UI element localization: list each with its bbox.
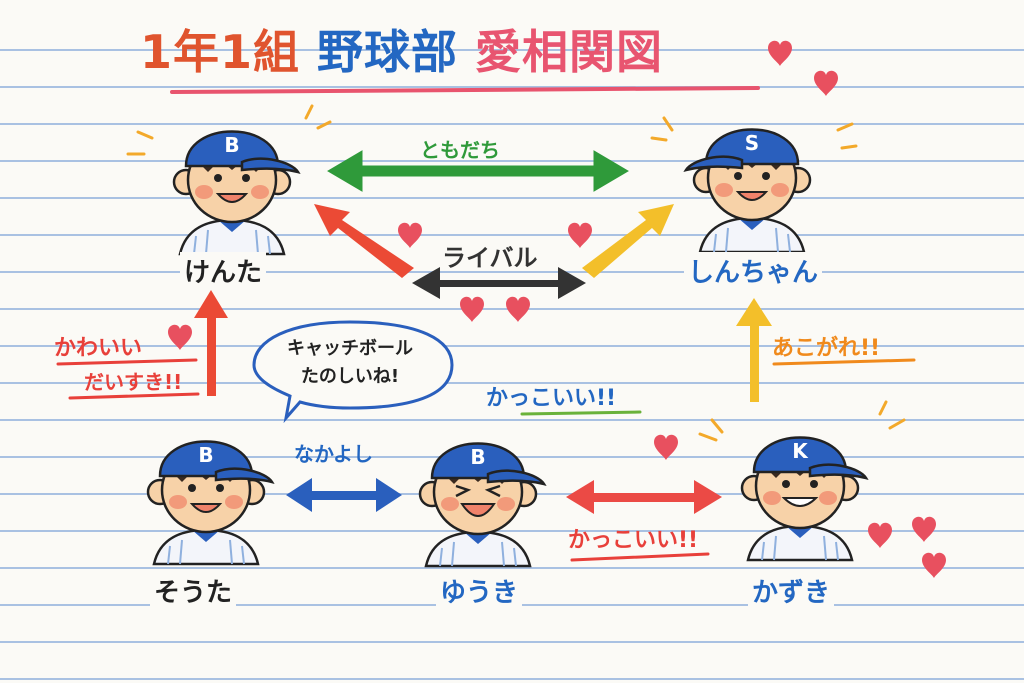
title-club: 野球部 bbox=[317, 25, 459, 79]
cap-letter: K bbox=[792, 439, 809, 463]
title-chart: 愛相関図 bbox=[475, 25, 664, 79]
character-shinchan: S bbox=[684, 128, 812, 254]
cool-arrow bbox=[566, 480, 722, 514]
name-souta: そうた bbox=[150, 572, 237, 609]
label-cool-top: かっこいい!! bbox=[486, 386, 617, 411]
cute-underline bbox=[56, 358, 198, 366]
character-souta: B bbox=[146, 440, 274, 566]
name-kenta: けんた bbox=[180, 252, 267, 289]
label-admire: あこがれ!! bbox=[772, 336, 881, 361]
speech-bubble bbox=[252, 320, 454, 424]
rivals-arrow bbox=[412, 267, 586, 299]
cap-letter: B bbox=[470, 445, 485, 469]
label-friends: ともだち bbox=[420, 138, 500, 162]
page-title: 1年1組 野球部 愛相関図 bbox=[140, 24, 663, 80]
title-class: 1年1組 bbox=[140, 25, 301, 79]
cool-bottom-underline bbox=[570, 552, 710, 562]
cap-letter: B bbox=[198, 443, 213, 467]
friends-arrow bbox=[327, 150, 629, 192]
character-kenta: B bbox=[172, 130, 300, 256]
label-cute: かわいい bbox=[54, 336, 143, 361]
bubble-line-2: たのしいね! bbox=[300, 366, 400, 387]
kenta-crush-arrow bbox=[314, 204, 414, 278]
label-rivals: ライバル bbox=[442, 244, 538, 272]
shinchan-admire-diag-arrow bbox=[582, 204, 674, 278]
sparkle-icon bbox=[126, 104, 906, 442]
character-kazuki: K bbox=[740, 436, 868, 562]
name-yuuki: ゆうき bbox=[436, 572, 523, 609]
cap-letter: S bbox=[745, 131, 759, 155]
character-yuuki: B bbox=[418, 442, 546, 568]
love-underline bbox=[68, 392, 200, 400]
label-cool-bottom: かっこいい!! bbox=[568, 528, 699, 553]
name-shinchan: しんちゃん bbox=[684, 252, 823, 289]
label-love: だいすき!! bbox=[84, 370, 183, 394]
cap-letter: B bbox=[224, 133, 239, 157]
bubble-line-1: キャッチボール bbox=[287, 338, 413, 359]
kazuki-to-shinchan-arrow bbox=[736, 298, 772, 402]
cool-top-underline bbox=[520, 410, 642, 416]
speech-bubble-text: キャッチボール たのしいね! bbox=[270, 335, 430, 391]
close-friends-arrow bbox=[286, 478, 402, 512]
label-close-friends: なかよし bbox=[294, 442, 373, 466]
souta-to-kenta-arrow bbox=[194, 290, 228, 396]
name-kazuki: かずき bbox=[748, 572, 835, 609]
admire-underline bbox=[772, 358, 916, 366]
